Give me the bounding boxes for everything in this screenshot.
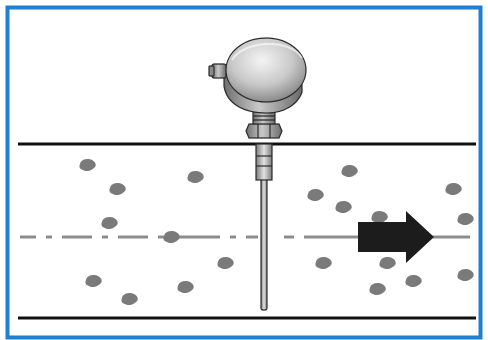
sensor-dome-lid bbox=[225, 37, 307, 103]
sensor-hex-nut bbox=[245, 123, 283, 139]
sensor-stem bbox=[260, 175, 268, 311]
flow-direction-arrow-icon bbox=[358, 211, 434, 263]
temperature-sensor-icon bbox=[208, 37, 307, 311]
sensor-neck bbox=[255, 143, 273, 181]
